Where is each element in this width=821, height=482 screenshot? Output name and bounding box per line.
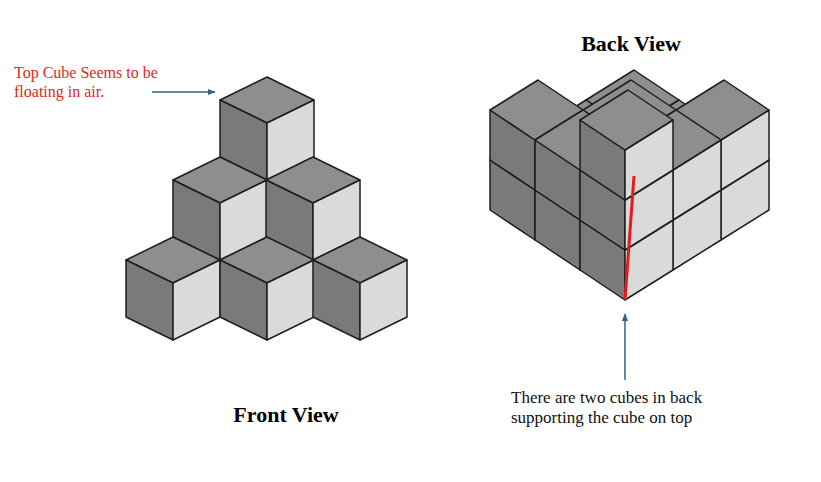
- cube-face: [360, 260, 407, 340]
- highlight-edge: [625, 176, 634, 300]
- leader-arrow: [624, 314, 626, 380]
- cube-face: [220, 260, 267, 340]
- view-heading: Front View: [186, 402, 386, 428]
- cube-face: [173, 260, 220, 340]
- cube-face: [580, 90, 673, 150]
- note-text: Top Cube Seems to be floating in air.: [14, 63, 159, 101]
- callout-text: There are two cubes in back supporting t…: [511, 388, 763, 429]
- cube-face: [313, 260, 360, 340]
- cube-face: [126, 260, 173, 340]
- leader-arrow: [152, 91, 215, 93]
- back-view-cubes: [490, 70, 769, 300]
- view-heading: Back View: [531, 31, 731, 57]
- front-view-cubes: [126, 77, 407, 340]
- cube-face: [267, 260, 314, 340]
